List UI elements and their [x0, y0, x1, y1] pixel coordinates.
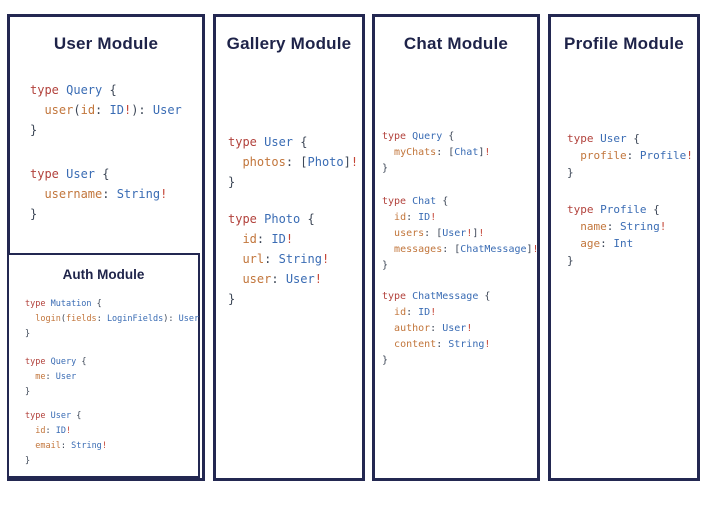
code-line: name: String!: [580, 220, 667, 233]
code-line: type User {: [567, 132, 640, 145]
code-line: photos: [Photo]!: [242, 155, 359, 169]
code-line: user: User!: [242, 272, 322, 286]
profile-module-user-code-block: type User { profile: Profile!}: [567, 130, 693, 181]
code-line: }: [228, 175, 236, 189]
code-line: type User {: [30, 167, 110, 181]
code-line: content: String!: [394, 339, 491, 350]
chat-module-query-code-block: type Query { myChats: [Chat]!}: [382, 129, 490, 177]
code-line: type User {: [25, 411, 82, 421]
code-line: url: String!: [242, 252, 330, 266]
code-line: id: ID!: [242, 232, 294, 246]
code-line: id: ID!: [394, 307, 437, 318]
code-line: }: [567, 254, 574, 267]
code-line: id: ID!: [394, 212, 437, 223]
code-line: }: [25, 329, 31, 339]
user-module-title: User Module: [53, 34, 159, 53]
user-module-panel: User Module type Query { user(id: ID!): …: [7, 14, 205, 481]
chat-module-title: Chat Module: [403, 34, 509, 53]
auth-module-mutation-code-block: type Mutation { login(fields: LoginField…: [25, 297, 199, 342]
code-line: user(id: ID!): User: [44, 103, 182, 117]
code-line: type Query {: [382, 131, 455, 142]
profile-module-profile-code-block: type Profile { name: String! age: Int}: [567, 201, 666, 269]
auth-module-user-code-block: type User { id: ID! email: String!}: [25, 409, 107, 469]
code-line: login(fields: LoginFields): User: [35, 314, 200, 324]
code-line: email: String!: [35, 441, 107, 451]
code-line: }: [30, 207, 38, 221]
gallery-module-title: Gallery Module: [226, 34, 352, 53]
code-line: username: String!: [44, 187, 168, 201]
code-line: type Profile {: [567, 203, 660, 216]
code-line: }: [382, 163, 389, 174]
code-line: }: [30, 123, 38, 137]
code-line: type Chat {: [382, 196, 449, 207]
profile-module-title: Profile Module: [564, 34, 684, 53]
user-module-query-code-block: type Query { user(id: ID!): User}: [30, 80, 182, 140]
code-line: me: User: [35, 372, 77, 382]
code-line: type Query {: [25, 357, 87, 367]
chat-module-chat-code-block: type Chat { id: ID! users: [User!]! mess…: [382, 194, 539, 274]
code-line: type User {: [228, 135, 308, 149]
chat-module-panel: Chat Module type Query { myChats: [Chat]…: [372, 14, 540, 481]
gallery-module-panel: Gallery Module type User { photos: [Phot…: [213, 14, 365, 481]
code-line: author: User!: [394, 323, 473, 334]
code-line: age: Int: [580, 237, 634, 250]
code-line: type Photo {: [228, 212, 315, 226]
profile-module-panel: Profile Module type User { profile: Prof…: [548, 14, 700, 481]
auth-module-panel: Auth Module type Mutation { login(fields…: [7, 253, 200, 478]
auth-module-title: Auth Module: [62, 267, 145, 282]
code-line: }: [382, 260, 389, 271]
code-line: }: [228, 292, 236, 306]
code-line: type ChatMessage {: [382, 291, 491, 302]
code-line: }: [25, 456, 31, 466]
gallery-module-photo-code-block: type Photo { id: ID! url: String! user: …: [228, 209, 329, 309]
code-line: }: [25, 387, 31, 397]
code-line: profile: Profile!: [580, 149, 693, 162]
code-line: messages: [ChatMessage]!: [394, 244, 539, 255]
chat-module-chatmessage-code-block: type ChatMessage { id: ID! author: User!…: [382, 289, 490, 369]
code-line: type Mutation {: [25, 299, 102, 309]
user-module-user-code-block: type User { username: String!}: [30, 164, 167, 224]
code-line: }: [382, 355, 389, 366]
code-line: }: [567, 166, 574, 179]
code-line: myChats: [Chat]!: [394, 147, 491, 158]
gallery-module-user-code-block: type User { photos: [Photo]!}: [228, 132, 358, 192]
code-line: users: [User!]!: [394, 228, 485, 239]
code-line: id: ID!: [35, 426, 72, 436]
auth-module-query-code-block: type Query { me: User}: [25, 355, 86, 400]
code-line: type Query {: [30, 83, 117, 97]
